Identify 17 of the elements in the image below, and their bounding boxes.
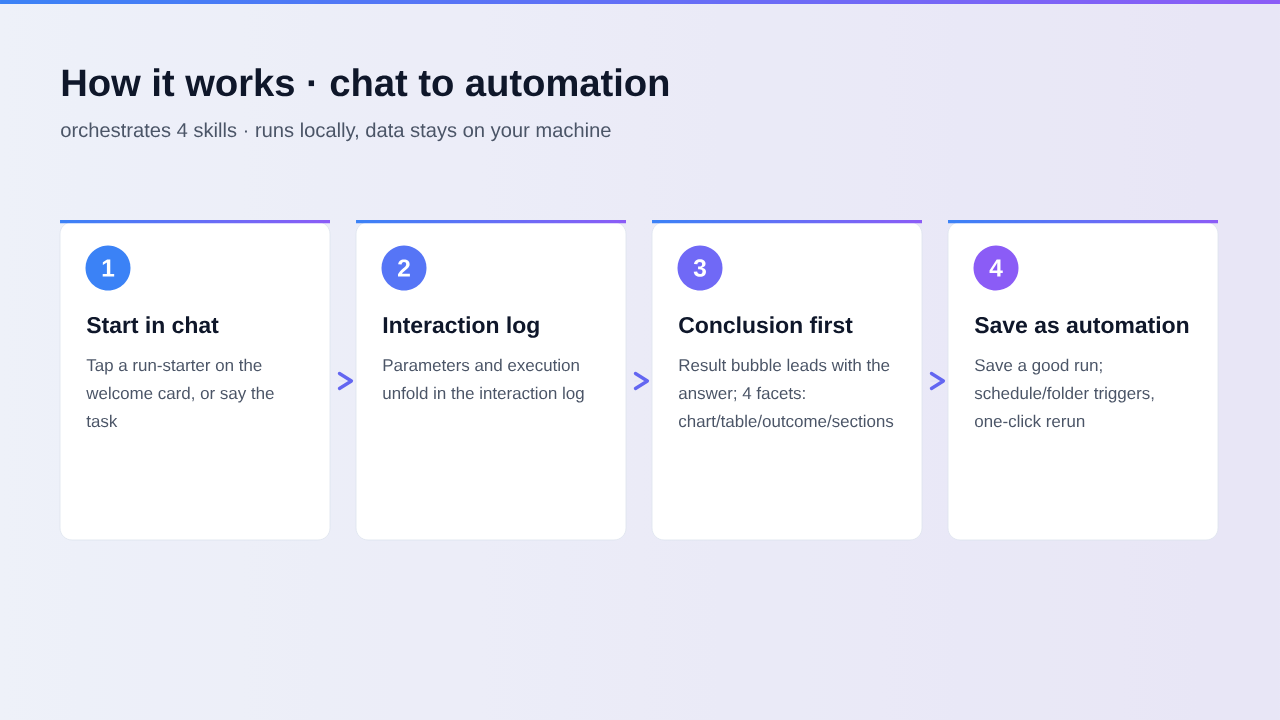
step-title: Save as automation — [974, 316, 1189, 334]
subtitle: orchestrates 4 skills · runs locally, data stays on your machine — [61, 122, 611, 142]
chevron-arrow — [337, 371, 354, 391]
step-description: Save a good run; schedule/folder triggers, one-click rerun — [974, 358, 1154, 428]
step-title: Interaction log — [383, 316, 539, 338]
step-title: Conclusion first — [679, 316, 853, 334]
chevron-arrow — [633, 371, 650, 391]
number-badge: 1 — [85, 245, 131, 291]
number-badge: 4 — [973, 245, 1019, 291]
step-description: Tap a run-starter on the welcome card, or say the task — [86, 358, 274, 428]
title: How it works · chat to automation — [62, 68, 669, 97]
number-badge: 3 — [677, 245, 723, 291]
number-badge: 2 — [381, 245, 427, 291]
step-title: Start in chat — [86, 316, 219, 334]
chevron-arrow — [929, 371, 946, 391]
step-description: Parameters and execution unfold in the interaction log — [383, 358, 584, 403]
step-description: Result bubble leads with the answer; 4 facets: chart/table/outcome/sections — [679, 358, 894, 428]
